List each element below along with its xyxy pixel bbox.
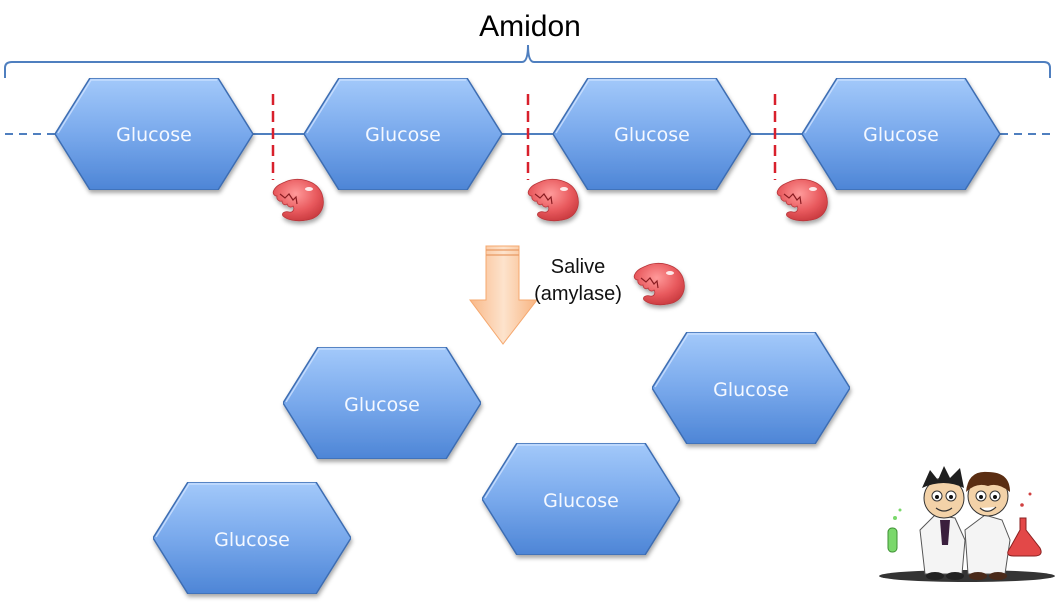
cleavage-lines <box>271 94 777 180</box>
glucose-label: Glucose <box>344 394 420 416</box>
scientists-icon <box>879 466 1055 582</box>
glucose-label: Glucose <box>614 124 690 146</box>
title-amidon: Amidon <box>479 10 581 43</box>
glucose-label: Glucose <box>116 124 192 146</box>
down-arrow-icon <box>469 245 539 345</box>
amylase-monster-icon <box>527 178 579 222</box>
brace <box>4 44 1051 78</box>
amylase-monster-icon <box>633 262 685 306</box>
reagent-label-salive: Salive <box>551 256 605 278</box>
amylase-monster-icon <box>272 178 324 222</box>
glucose-label: Glucose <box>543 490 619 512</box>
reagent-label-amylase: (amylase) <box>534 283 622 305</box>
glucose-label: Glucose <box>863 124 939 146</box>
glucose-label: Glucose <box>713 379 789 401</box>
glucose-label: Glucose <box>214 529 290 551</box>
amylase-monster-icon <box>776 178 828 222</box>
glucose-label: Glucose <box>365 124 441 146</box>
